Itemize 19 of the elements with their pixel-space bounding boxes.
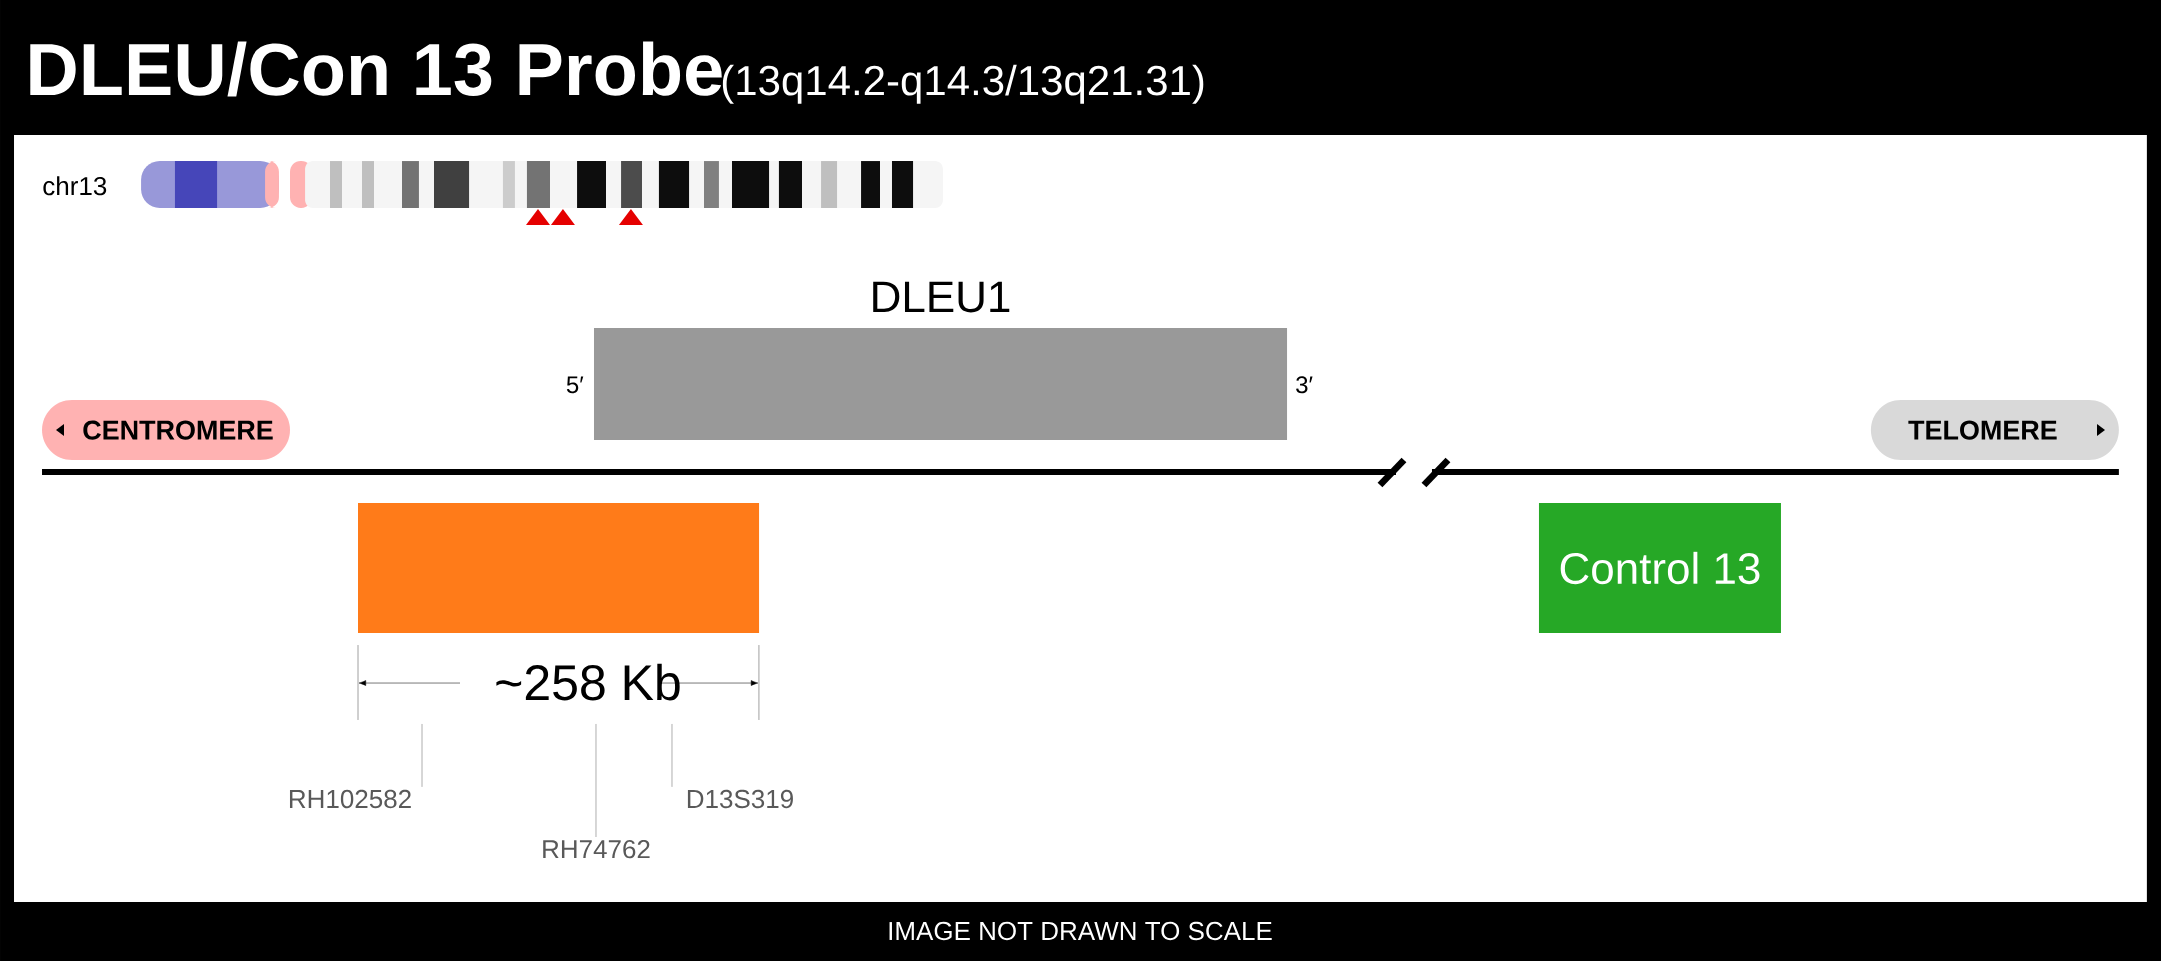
end-label: CENTROMERE (42, 400, 290, 461)
node-label: DLEU1 (873, 281, 1010, 313)
leader-line (421, 723, 423, 788)
marker-label: RH74762 (543, 839, 650, 859)
title: DLEU/Con 13 Probe (30, 41, 722, 97)
dimension-label: ~258 Kb (496, 663, 680, 701)
gene-box: DLEU1 5′ 3′ (566, 281, 1313, 440)
marker-label: D13S319 (687, 789, 793, 809)
node-label: 3′ (1296, 376, 1313, 394)
caption: IMAGE NOT DRAWN TO SCALE (889, 921, 1272, 941)
subtitle: (13q14.2-q14.3/13q21.31) (722, 64, 1204, 104)
node-label: 5′ (566, 376, 584, 394)
end-label: TELOMERE (1870, 400, 2119, 461)
leader-line (671, 723, 673, 788)
leader-line (595, 723, 597, 838)
probe-box (358, 502, 760, 633)
chromosome-label: chr13 (43, 176, 107, 196)
marker-label: RH102582 (290, 789, 411, 809)
probe-box: Control 13 (1538, 502, 1781, 633)
